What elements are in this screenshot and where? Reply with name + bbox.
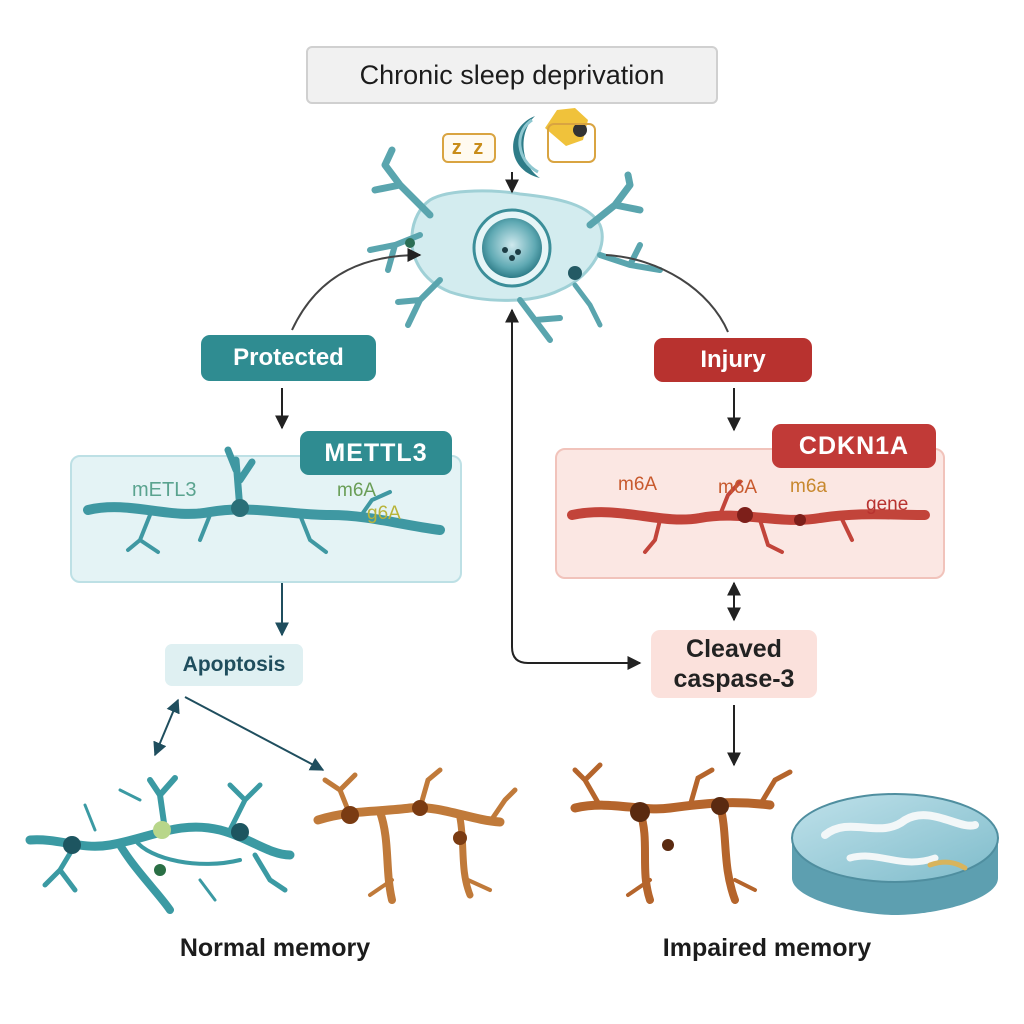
mettl3-panel (70, 455, 462, 583)
mettl3-tag: METTL3 (300, 431, 452, 475)
injury-label: Injury (654, 338, 812, 382)
caspase-line-1: Cleaved (686, 635, 782, 663)
gene-molecule-label: gene (866, 494, 909, 515)
normal-memory-caption: Normal memory (179, 933, 371, 962)
degenerating-neuron-network-icon (313, 767, 518, 904)
apoptosis-box: Apoptosis (165, 644, 303, 686)
central-neuron-icon (367, 146, 663, 343)
arrow-apoptosis-left (153, 698, 180, 757)
sleep-zz-icon: z z (442, 133, 496, 163)
arrow-caspase-to-neuron (505, 308, 642, 670)
title-box: Chronic sleep deprivation (306, 46, 718, 104)
impaired-memory-caption: Impaired memory (662, 933, 872, 962)
m6a-molecule-label-1: m6A (618, 474, 658, 495)
cdkn1a-tag: CDKN1A (772, 424, 936, 468)
protected-label: Protected (201, 335, 376, 381)
m6a-molecule-label: m6A (337, 480, 377, 501)
m6a-molecule-label-2: m6A (718, 477, 758, 498)
mettl3-molecule-label: mETL3 (132, 479, 197, 501)
arrow-protected-curve (291, 248, 422, 331)
moon-icon (513, 108, 596, 178)
arrow-injury-curve (605, 254, 729, 333)
arrow-apoptosis-right (184, 696, 325, 771)
m6a-molecule-label-3: m6a (790, 476, 827, 497)
caspase-line-2: caspase-3 (673, 665, 795, 693)
teal-dendrite-icon (83, 446, 445, 554)
water-maze-icon (791, 793, 999, 915)
normal-neuron-network-icon (25, 775, 295, 914)
pathway-arrows (153, 172, 741, 771)
impaired-neuron-network-icon (570, 762, 793, 904)
g6a-molecule-label: g6A (367, 503, 401, 524)
cleaved-caspase-box: Cleaved caspase-3 (651, 630, 817, 698)
red-dendrite-icon (567, 480, 930, 554)
